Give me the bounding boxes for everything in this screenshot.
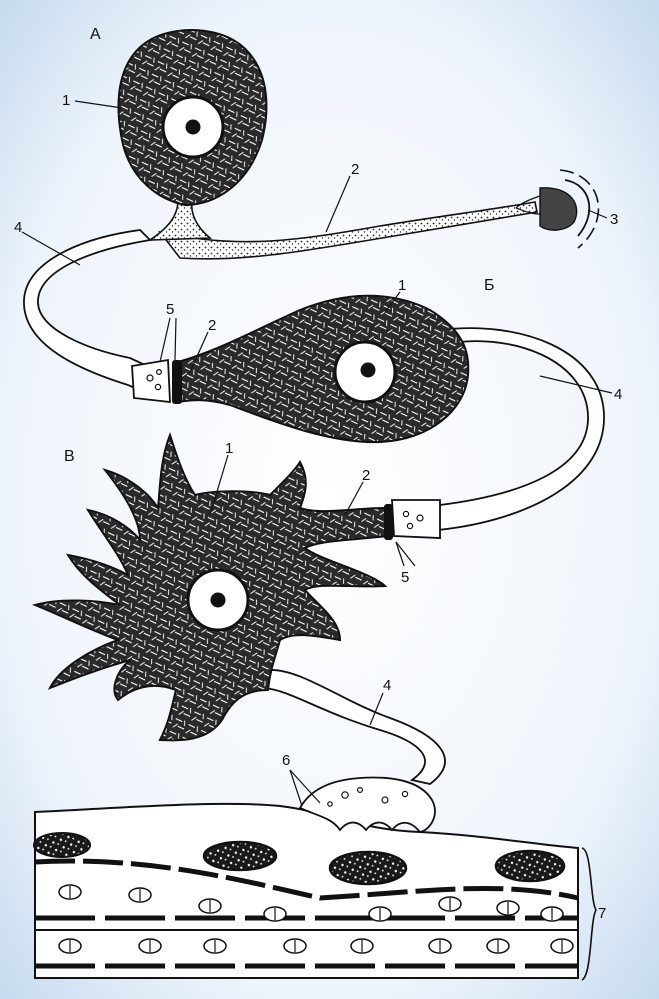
label-neuron-c: В <box>64 448 75 465</box>
neuron-c-axon <box>264 670 445 784</box>
muscle-nucleus <box>496 851 564 881</box>
label-c-synapse: 5 <box>401 569 409 586</box>
label-neuron-a: А <box>90 26 101 43</box>
muscle-nucleus <box>330 852 406 884</box>
label-a-dendrite: 2 <box>351 161 359 178</box>
neuron-c-nucleolus <box>211 593 226 608</box>
neuron-b-dendrite-end <box>172 360 182 404</box>
label-c-axon: 4 <box>383 677 391 694</box>
neuron-b-body <box>178 296 468 442</box>
label-a-receptor: 3 <box>610 211 618 228</box>
label-a-body: 1 <box>62 92 70 109</box>
label-c-ending: 6 <box>282 752 290 769</box>
label-b-axon: 4 <box>614 386 622 403</box>
muscle-nucleus <box>204 842 276 870</box>
neuron-b-nucleolus <box>361 363 376 378</box>
label-b-body: 1 <box>398 277 406 294</box>
muscle-fiber <box>34 778 596 980</box>
label-neuron-b: Б <box>484 277 495 294</box>
muscle-nucleus <box>34 833 90 857</box>
muscle-brace <box>582 848 596 980</box>
neuron-c <box>35 435 445 784</box>
label-c-body: 1 <box>225 440 233 457</box>
neuron-a-dendrite <box>160 202 537 259</box>
label-muscle: 7 <box>598 905 606 922</box>
neuron-a-nucleolus <box>186 120 201 135</box>
label-c-dendrite: 2 <box>362 467 370 484</box>
neuron-a-stalk <box>150 200 210 240</box>
neuron-b-synapse-end <box>392 500 440 538</box>
label-a-synapse: 5 <box>166 301 174 318</box>
label-a-axon: 4 <box>14 219 22 236</box>
neuron-a-receptor <box>540 188 577 230</box>
neuron-c-dendrite-end <box>384 504 393 540</box>
label-b-dendrite: 2 <box>208 317 216 334</box>
